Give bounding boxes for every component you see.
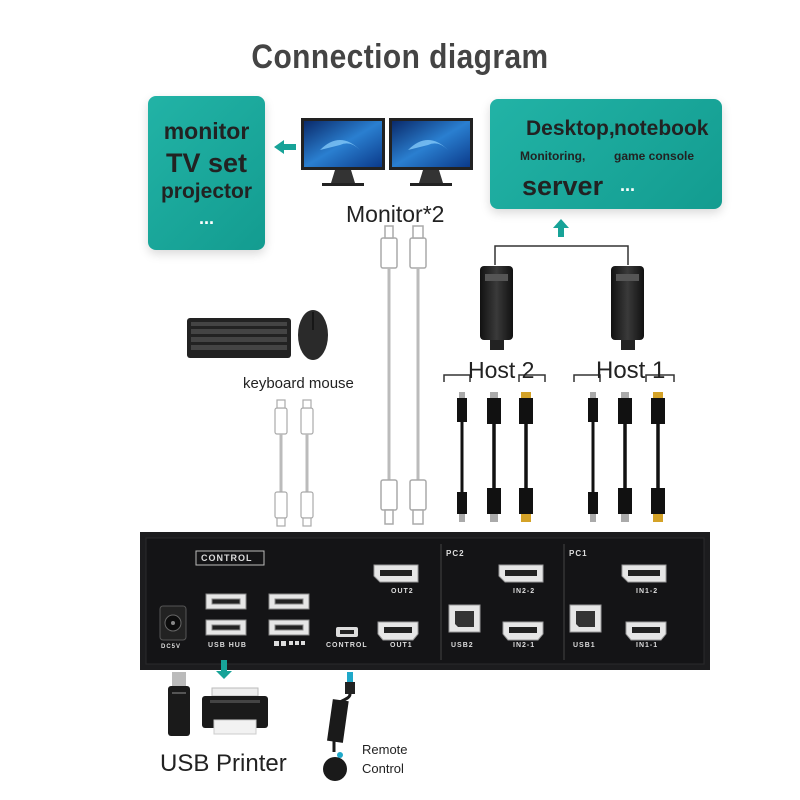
control-port-label: CONTROL [326,642,368,649]
host-box-notebook: notebook [614,117,709,140]
usb-cable [274,399,314,527]
host1-pc-icon [611,266,644,350]
display-box-dots: ... [198,208,214,228]
pc2-label: PC2 [446,549,465,558]
host-devices-box: Desktop, notebook Monitoring, game conso… [490,99,722,209]
in1-2-label: IN1-2 [636,588,659,595]
host1-cables [573,374,675,522]
host2-pc-icon [480,266,513,350]
in2-2-label: IN2-2 [513,588,536,595]
usb-hub-label: USB HUB [208,642,247,649]
display-devices-box: monitor TV set projector ... [148,96,265,250]
in2-1-hdmi-port [502,621,544,641]
usb2-label: USB2 [451,642,474,649]
monitor-label: Monitor*2 [346,201,445,227]
mouse-icon [298,310,328,360]
kvm-back-panel [140,532,710,670]
host1-label: Host 1 [596,357,666,384]
display-box-monitor: monitor [163,118,250,144]
diagram-title: Connection diagram [251,38,549,76]
out2-displayport [373,564,419,583]
usb2-b-port [448,604,481,633]
printer-icon [202,687,268,735]
host-box-monitoring: Monitoring, [520,149,586,163]
out1-hdmi-port [377,621,419,641]
dc-power-port [159,605,187,641]
host2-cables [443,374,546,522]
out2-label: OUT2 [391,588,414,595]
keyboard-indicator-icon [274,641,305,646]
host-box-desktop: Desktop, [526,117,615,140]
arrow-left-icon [274,140,296,154]
usb-drive-icon [168,672,190,736]
monitor-icon [389,118,473,186]
in1-1-hdmi-port [625,621,667,641]
in1-2-displayport [621,564,667,583]
in2-2-displayport [498,564,544,583]
panel-control-label: CONTROL [201,553,253,563]
remote-label: Remote [362,742,408,757]
usb-printer-label: USB Printer [160,750,287,777]
dc5v-label: DC5V [161,644,182,650]
usb1-b-port [569,604,602,633]
host-box-game-console: game console [614,149,695,163]
remote-control-icon [323,672,355,781]
keyboard-icon [187,318,291,358]
arrow-down-icon [216,660,232,679]
usb1-label: USB1 [573,642,596,649]
control-label: Control [362,761,404,776]
in1-1-label: IN1-1 [636,642,659,649]
control-port [336,627,358,637]
out1-label: OUT1 [390,642,413,649]
display-box-projector: projector [160,180,252,203]
usb-hub-ports [205,593,310,636]
in2-1-label: IN2-1 [513,642,536,649]
monitor-icon [301,118,385,186]
pc1-label: PC1 [569,549,588,558]
host-box-server: server [522,171,604,201]
keyboard-mouse-label: keyboard mouse [243,375,354,392]
host2-label: Host 2 [468,357,535,383]
arrow-up-icon [553,219,569,237]
host-link-line [494,245,629,265]
host-box-dots: ... [620,175,636,195]
display-box-tv: TV set [165,148,248,178]
monitor-cable [380,225,427,525]
